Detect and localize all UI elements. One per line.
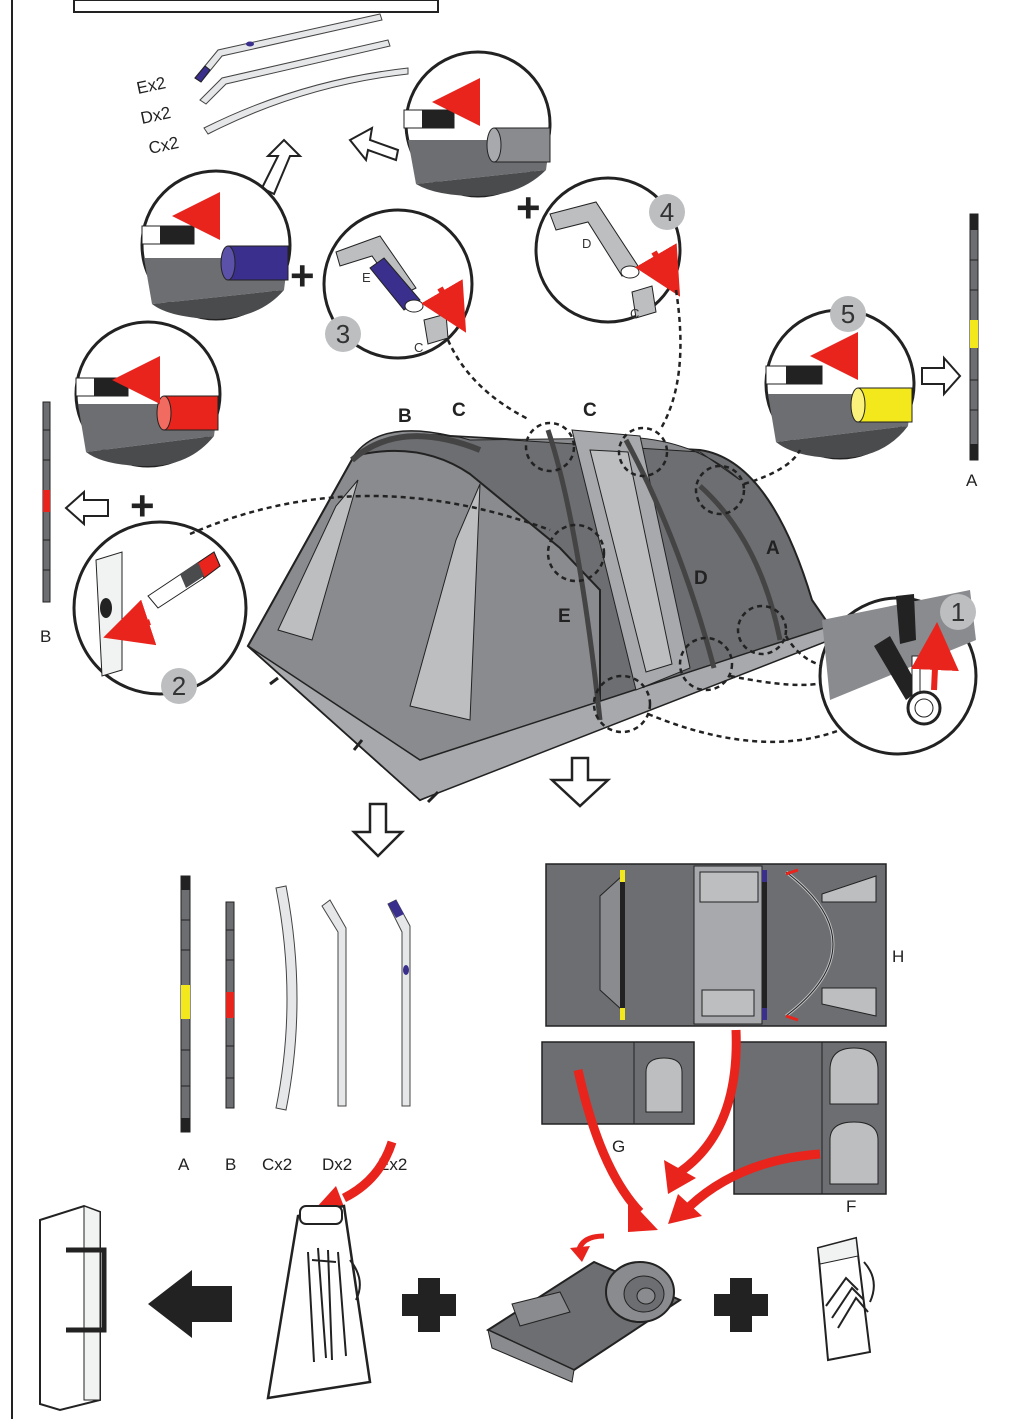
step-badge xyxy=(325,316,361,352)
detail-label-c: C xyxy=(630,306,639,321)
hollow-arrow-icon xyxy=(921,355,962,397)
pole-stack-label: Dx2 xyxy=(139,103,173,128)
plus-icon xyxy=(402,1278,456,1332)
rolled-tent-icon xyxy=(485,1233,683,1383)
tent-label-e: E xyxy=(558,606,571,627)
carry-bag-icon xyxy=(39,1204,107,1412)
step-badge xyxy=(161,668,197,704)
step-number-4: 4 xyxy=(660,197,674,227)
step-number-5: 5 xyxy=(841,299,855,329)
step-number-1: 1 xyxy=(951,597,965,627)
top-box xyxy=(73,0,439,13)
black-arrow-icon xyxy=(148,1270,232,1338)
hollow-arrow-icon xyxy=(350,802,406,858)
pole-label: B xyxy=(40,627,51,646)
pole-a-side: A xyxy=(966,213,979,490)
poles-row: A B Cx2 Dx2 Ex2 xyxy=(178,875,411,1174)
hollow-arrow-icon xyxy=(64,489,109,527)
groundsheet-label: H xyxy=(892,947,904,966)
detail-circle-e-join xyxy=(140,169,292,321)
pole-label-bottom: A xyxy=(178,1155,190,1174)
plus-icon: + xyxy=(290,252,315,299)
groundsheet-label: F xyxy=(846,1197,856,1216)
tent-illustration: B C C A D E xyxy=(246,400,832,804)
detail-circle-step-5: 5 xyxy=(764,296,916,460)
detail-label-e: E xyxy=(362,270,371,285)
tent-label-c: C xyxy=(583,400,597,421)
tent-label-a: A xyxy=(766,538,780,559)
step-badge xyxy=(830,296,866,332)
plus-icon xyxy=(714,1278,768,1332)
groundsheet-g: G xyxy=(541,1041,695,1156)
tent-label-d: D xyxy=(694,568,708,589)
pole-stack-top: Ex2 Dx2 Cx2 xyxy=(135,13,409,158)
hollow-arrow-icon xyxy=(348,126,400,163)
detail-circle-step-3: E C 3 xyxy=(322,208,474,360)
step-number-3: 3 xyxy=(336,319,350,349)
detail-circle-c-join xyxy=(403,50,552,198)
detail-circle-b-join xyxy=(74,320,222,468)
step-number-2: 2 xyxy=(172,671,186,701)
tent-label-b: B xyxy=(398,406,412,427)
detail-label-c: C xyxy=(414,340,423,355)
hollow-arrow-icon xyxy=(260,138,303,196)
pole-label: A xyxy=(966,471,978,490)
pole-stack-label: Cx2 xyxy=(147,133,181,158)
detail-label-d: D xyxy=(582,236,591,251)
pole-b-side: B xyxy=(40,401,51,646)
step-badge xyxy=(649,194,685,230)
groundsheet-label: G xyxy=(612,1137,625,1156)
detail-circle-step-4: D C 4 xyxy=(534,176,685,324)
peg-bag-icon xyxy=(816,1236,875,1362)
hollow-arrow-icon xyxy=(548,756,612,808)
groundsheet-h: H xyxy=(545,863,904,1027)
pole-bag-icon xyxy=(266,1204,372,1400)
pole-stack-label: Ex2 xyxy=(135,73,168,98)
detail-circle-step-2: 2 xyxy=(72,520,248,704)
plus-icon: + xyxy=(516,184,541,231)
detail-circle-step-1: 1 xyxy=(818,590,978,756)
pole-label-bottom: Dx2 xyxy=(322,1155,352,1174)
tent-label-c: C xyxy=(452,400,466,421)
groundsheet-f: F xyxy=(733,1041,887,1216)
pole-label-bottom: Cx2 xyxy=(262,1155,292,1174)
pole-label-bottom: B xyxy=(225,1155,236,1174)
step-badge xyxy=(940,594,976,630)
